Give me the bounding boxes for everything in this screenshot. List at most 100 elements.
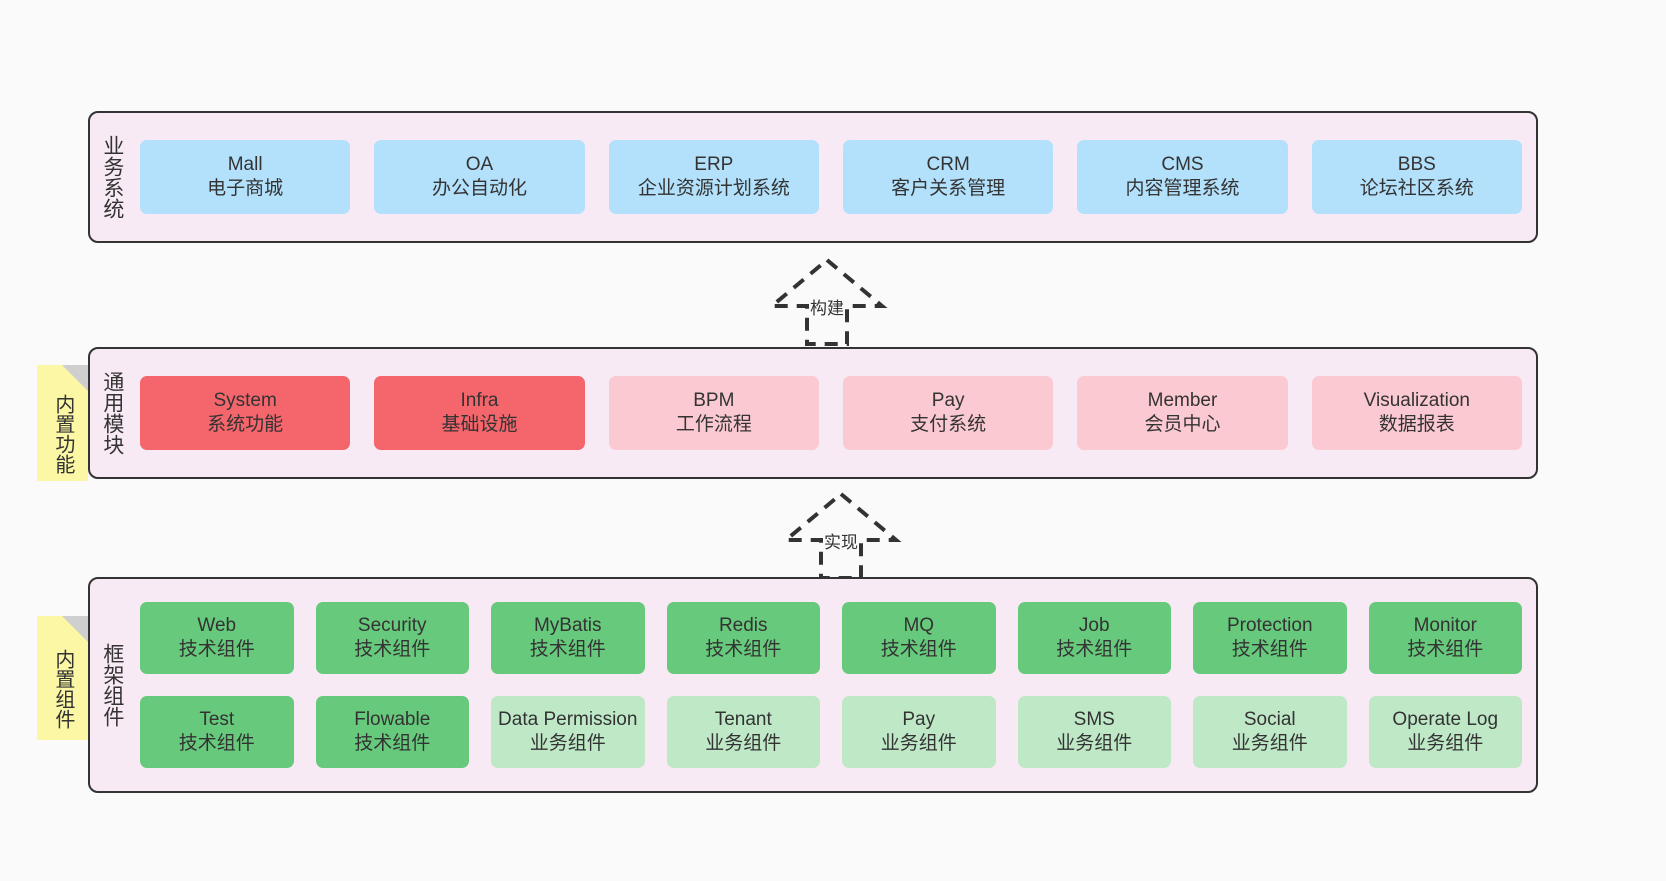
component-box-protection[interactable]: Protection 技术组件	[1193, 602, 1347, 674]
component-box-web[interactable]: Web 技术组件	[140, 602, 294, 674]
component-name: Pay	[931, 389, 965, 411]
component-subtitle: 系统功能	[207, 414, 284, 435]
component-subtitle: 业务组件	[880, 733, 957, 754]
component-box-visualization[interactable]: Visualization 数据报表	[1311, 376, 1522, 450]
component-subtitle: 内容管理系统	[1125, 178, 1240, 199]
component-subtitle: 技术组件	[178, 639, 255, 660]
component-name: CMS	[1161, 153, 1204, 175]
component-subtitle: 基础设施	[441, 414, 518, 435]
arrow-build-label: 构建	[810, 299, 844, 318]
component-subtitle: 业务组件	[1231, 733, 1308, 754]
component-subtitle: 技术组件	[1056, 639, 1133, 660]
component-subtitle: 电子商城	[207, 178, 284, 199]
component-box-infra[interactable]: Infra 基础设施	[374, 376, 585, 450]
component-box-security[interactable]: Security 技术组件	[315, 602, 469, 674]
component-subtitle: 业务组件	[1056, 733, 1133, 754]
arrow-implement: 实现	[766, 490, 916, 582]
component-name: Infra	[460, 389, 499, 411]
layer-framework-component: 框架组件 Web 技术组件 Security 技术组件 MyBatis 技术组件…	[88, 577, 1538, 793]
layer-business-system: 业务系统 Mall 电子商城 OA 办公自动化 ERP 企业资源计划系统 CRM…	[88, 111, 1538, 243]
component-box-data-permission[interactable]: Data Permission 业务组件	[491, 696, 645, 768]
component-box-mybatis[interactable]: MyBatis 技术组件	[491, 602, 645, 674]
component-name: OA	[465, 153, 494, 175]
note-label: 内置组件	[51, 649, 74, 729]
component-subtitle: 技术组件	[1407, 639, 1484, 660]
component-name: Visualization	[1363, 389, 1470, 411]
component-subtitle: 论坛社区系统	[1359, 178, 1474, 199]
component-box-monitor[interactable]: Monitor 技术组件	[1368, 602, 1522, 674]
component-subtitle: 企业资源计划系统	[637, 178, 790, 199]
component-name: Mall	[227, 153, 263, 175]
component-subtitle: 支付系统	[910, 414, 987, 435]
layer-row-business: Test 技术组件 Flowable 技术组件 Data Permission …	[140, 696, 1522, 768]
component-box-crm[interactable]: CRM 客户关系管理	[842, 140, 1054, 214]
component-subtitle: 技术组件	[354, 639, 431, 660]
component-subtitle: 技术组件	[178, 733, 255, 754]
component-subtitle: 数据报表	[1378, 414, 1455, 435]
layer-title-business-system: 业务系统	[100, 135, 124, 219]
component-box-erp[interactable]: ERP 企业资源计划系统	[608, 140, 819, 214]
component-name: Operate Log	[1392, 708, 1499, 730]
component-box-mall[interactable]: Mall 电子商城	[140, 140, 351, 214]
layer-title-common-module: 通用模块	[100, 371, 124, 455]
component-box-oa[interactable]: OA 办公自动化	[374, 140, 585, 214]
component-name: ERP	[694, 153, 734, 175]
component-box-test[interactable]: Test 技术组件	[140, 696, 294, 768]
arrow-build-shape	[766, 257, 888, 346]
layer-body-framework-component: Web 技术组件 Security 技术组件 MyBatis 技术组件 Redi…	[134, 579, 1536, 791]
component-name: Data Permission	[498, 708, 638, 730]
component-box-job[interactable]: Job 技术组件	[1017, 602, 1171, 674]
layer-row: System 系统功能 Infra 基础设施 BPM 工作流程 Pay 支付系统…	[140, 376, 1522, 450]
component-name: Pay	[902, 708, 936, 730]
component-box-social[interactable]: Social 业务组件	[1193, 696, 1347, 768]
component-subtitle: 技术组件	[354, 733, 431, 754]
component-name: Tenant	[714, 708, 772, 730]
component-box-redis[interactable]: Redis 技术组件	[666, 602, 820, 674]
component-subtitle: 技术组件	[529, 639, 606, 660]
component-name: CRM	[926, 153, 970, 175]
component-name: Member	[1147, 389, 1218, 411]
component-box-tenant[interactable]: Tenant 业务组件	[666, 696, 820, 768]
component-name: Protection	[1226, 614, 1313, 636]
layer-body-business-system: Mall 电子商城 OA 办公自动化 ERP 企业资源计划系统 CRM 客户关系…	[134, 113, 1536, 241]
component-name: Monitor	[1413, 614, 1477, 636]
component-name: Security	[357, 614, 427, 636]
component-name: MQ	[903, 614, 935, 636]
component-box-pay[interactable]: Pay 支付系统	[842, 376, 1054, 450]
layer-row-technical: Web 技术组件 Security 技术组件 MyBatis 技术组件 Redi…	[140, 602, 1522, 674]
component-subtitle: 业务组件	[1407, 733, 1484, 754]
component-box-mq[interactable]: MQ 技术组件	[842, 602, 996, 674]
note-builtin-components: 内置组件	[37, 616, 88, 740]
component-box-sms[interactable]: SMS 业务组件	[1017, 696, 1171, 768]
component-box-flowable[interactable]: Flowable 技术组件	[315, 696, 469, 768]
component-subtitle: 技术组件	[705, 639, 782, 660]
component-subtitle: 会员中心	[1144, 414, 1221, 435]
component-box-cms[interactable]: CMS 内容管理系统	[1077, 140, 1288, 214]
component-box-bpm[interactable]: BPM 工作流程	[608, 376, 819, 450]
component-subtitle: 技术组件	[1231, 639, 1308, 660]
note-builtin-features: 内置功能	[37, 365, 88, 481]
component-name: BPM	[693, 389, 735, 411]
component-name: Web	[197, 614, 237, 636]
note-fold-corner-icon	[62, 365, 88, 391]
component-subtitle: 业务组件	[705, 733, 782, 754]
note-fold-corner-icon	[62, 616, 88, 642]
component-name: SMS	[1073, 708, 1115, 730]
component-box-operate-log[interactable]: Operate Log 业务组件	[1368, 696, 1522, 768]
layer-row: Mall 电子商城 OA 办公自动化 ERP 企业资源计划系统 CRM 客户关系…	[140, 140, 1522, 214]
component-subtitle: 客户关系管理	[891, 178, 1006, 199]
component-name: Flowable	[354, 708, 431, 730]
component-name: Redis	[718, 614, 768, 636]
component-name: Test	[199, 708, 235, 730]
component-name: Social	[1243, 708, 1296, 730]
component-box-pay-business[interactable]: Pay 业务组件	[842, 696, 996, 768]
component-box-bbs[interactable]: BBS 论坛社区系统	[1311, 140, 1522, 214]
component-subtitle: 办公自动化	[431, 178, 527, 199]
note-label: 内置功能	[51, 394, 74, 474]
layer-body-common-module: System 系统功能 Infra 基础设施 BPM 工作流程 Pay 支付系统…	[134, 349, 1536, 477]
layer-title-framework-component: 框架组件	[100, 643, 124, 727]
component-box-system[interactable]: System 系统功能	[140, 376, 351, 450]
component-box-member[interactable]: Member 会员中心	[1077, 376, 1288, 450]
component-subtitle: 工作流程	[675, 414, 752, 435]
